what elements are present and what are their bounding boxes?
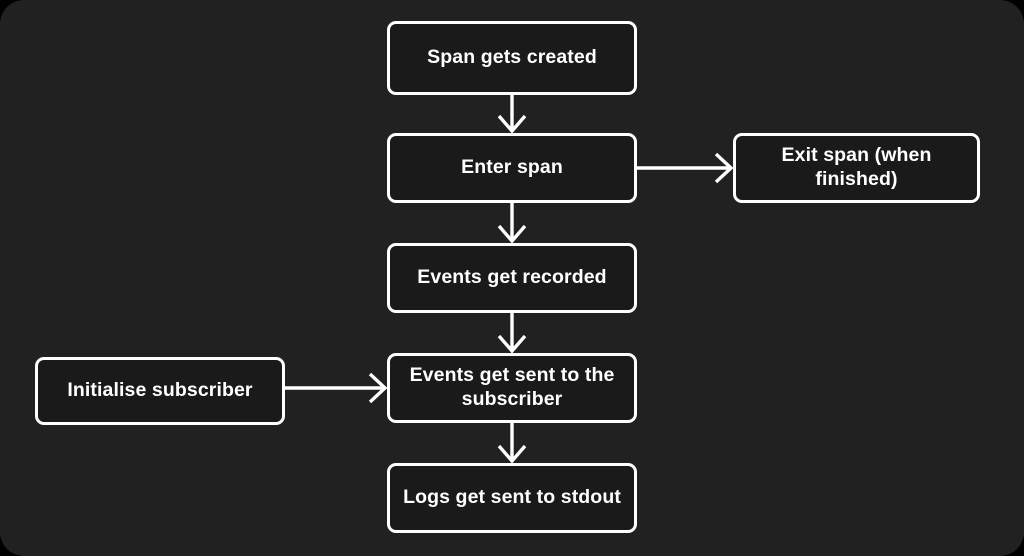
node-label: Initialise subscriber	[67, 379, 253, 402]
node-logs-get-sent-to-stdout[interactable]: Logs get sent to stdout	[387, 463, 637, 533]
edge-enter-span-to-exit-span	[637, 152, 734, 184]
edge-enter-span-to-events-recorded	[497, 203, 527, 244]
node-label: Logs get sent to stdout	[403, 486, 621, 509]
edge-events-recorded-to-events-sent	[497, 313, 527, 354]
node-label: Span gets created	[427, 46, 597, 69]
node-label: Exit span (when finished)	[781, 144, 932, 190]
node-initialise-subscriber[interactable]: Initialise subscriber	[35, 357, 285, 425]
node-label: Events get sent to the subscriber	[409, 364, 615, 410]
node-enter-span[interactable]: Enter span	[387, 133, 637, 203]
edge-events-sent-to-logs-stdout	[497, 423, 527, 464]
node-exit-span-when-finished[interactable]: Exit span (when finished)	[733, 133, 980, 203]
edge-span-created-to-enter-span	[497, 95, 527, 134]
node-events-get-recorded[interactable]: Events get recorded	[387, 243, 637, 313]
edge-init-subscriber-to-events-sent	[285, 372, 388, 404]
node-label: Events get recorded	[417, 266, 607, 289]
node-events-get-sent-to-the-subscriber[interactable]: Events get sent to the subscriber	[387, 353, 637, 423]
node-label: Enter span	[461, 156, 563, 179]
node-span-gets-created[interactable]: Span gets created	[387, 21, 637, 95]
